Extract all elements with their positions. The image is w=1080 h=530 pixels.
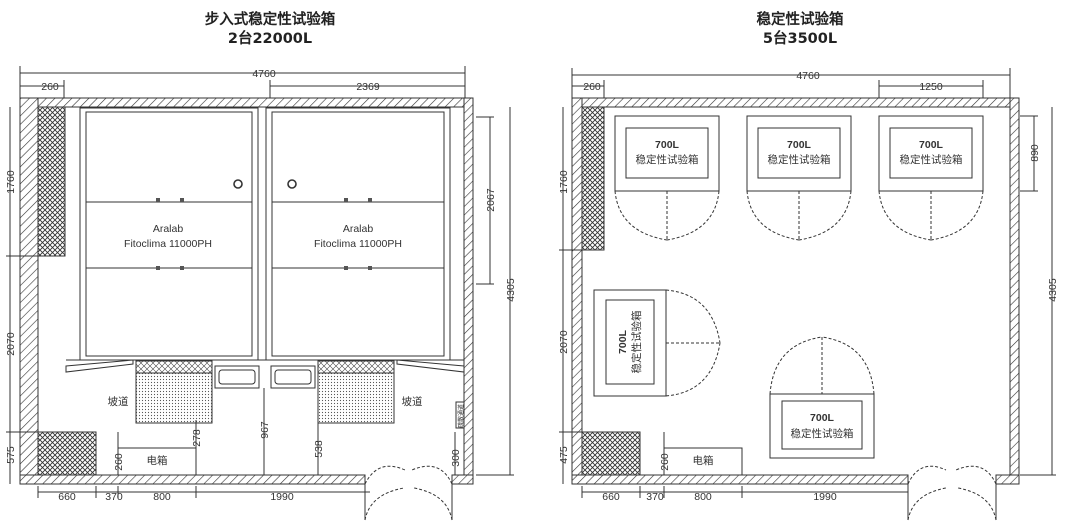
chamber-1-brand: Aralab [153,223,184,235]
right-dim-left-2: 2070 [558,330,570,354]
cabinet-2-size: 700L [787,139,812,151]
right-dim-left-3: 475 [558,446,570,464]
left-wall-bottom-b [451,474,474,485]
right-wall-bottom-a [571,474,909,485]
right-dim-b-1990: 1990 [813,491,837,503]
left-dim-v-538: 538 [313,440,325,458]
cabinet-2-name: 稳定性试验箱 [768,153,831,166]
right-electric-box [663,447,743,476]
left-exit-sign [455,401,465,429]
chamber-2-brand: Aralab [343,223,374,235]
right-dim-b-660: 660 [602,491,620,503]
left-dim-top-left: 260 [41,81,59,93]
right-wall-left [571,97,583,485]
left-plan [6,66,514,521]
left-dim-top-total: 4760 [252,68,276,80]
right-title-line1: 稳定性试验箱 [756,12,844,28]
left-dim-top-right: 2369 [356,81,380,93]
right-dim-top-total: 4760 [796,70,820,82]
right-column-bottom [581,431,641,476]
left-wall-top [19,97,474,108]
left-ramp-1 [135,372,213,424]
left-column-bottom [37,431,97,476]
right-dim-top-right: 1250 [919,81,943,93]
left-column-top [37,106,66,257]
left-electric-box-label: 电箱 [147,454,168,467]
left-dim-right-1: 2067 [485,188,497,212]
left-step-1 [214,365,260,389]
left-title-line2: 2台22000L [227,31,313,47]
left-ramp-1-label: 坡道 [108,395,129,408]
chamber-2-model: Fitoclima 11000PH [314,238,402,250]
right-dim-b-800: 800 [694,491,712,503]
cabinet-3-size: 700L [919,139,944,151]
left-dim-v-300: 300 [450,449,462,467]
cabinet-1-size: 700L [655,139,680,151]
right-wall-right [1009,97,1020,485]
left-dim-b-1990: 1990 [270,491,294,503]
right-dim-right-1: 890 [1029,144,1041,162]
right-cabinet-4 [593,289,667,397]
right-cabinet-5 [769,393,875,459]
right-dim-b-370: 370 [646,491,664,503]
left-dim-b-800: 800 [153,491,171,503]
left-dim-b-370: 370 [105,491,123,503]
left-dim-v-260: 260 [113,453,125,471]
cabinet-3-name: 稳定性试验箱 [900,153,963,166]
left-ramp-2-grid [317,360,395,374]
right-column-top [581,106,605,251]
left-dim-left-3: 575 [5,446,17,464]
right-dim-top-left: 260 [583,81,601,93]
left-dim-v-278: 278 [191,429,203,447]
left-ramp-2-label: 坡道 [402,395,423,408]
cabinet-4-size: 700L [617,329,629,354]
left-entry-door-icon [364,465,453,485]
left-plan-title: 步入式稳定性试验箱 2台22000L [150,11,390,49]
cabinet-door-swings-icon [614,190,984,241]
right-dim-left-1: 1760 [558,170,570,194]
right-plan [559,68,1056,521]
right-electric-box-label: 电箱 [693,454,714,467]
right-plan-title: 稳定性试验箱 5台3500L [680,11,920,49]
right-dim-v-260: 260 [659,453,671,471]
left-dim-left-1: 1760 [5,170,17,194]
chamber-2-port-icon [287,179,297,189]
cabinet-5-size: 700L [810,412,835,424]
right-wall-bottom-b [995,474,1020,485]
left-step-2 [270,365,316,389]
left-wall-left [19,97,39,485]
chamber-1-model: Fitoclima 11000PH [124,238,212,250]
left-dim-right-2: 4305 [505,278,517,302]
left-wall-right [463,97,474,485]
right-title-line2: 5台3500L [762,31,838,47]
right-wall-top [571,97,1020,108]
right-entry-door-icon [907,465,997,485]
cabinet-5-name: 稳定性试验箱 [791,427,854,440]
left-title-line1: 步入式稳定性试验箱 [204,12,336,28]
left-ramp-2 [317,372,395,424]
cabinet-4-name: 稳定性试验箱 [630,311,643,374]
left-chamber-1 [79,107,259,361]
right-dim-right-2: 4305 [1047,278,1059,302]
chamber-1-port-icon [233,179,243,189]
left-dim-v-967: 967 [259,421,271,439]
left-dim-b-660: 660 [58,491,76,503]
left-exit-sign-label: 疏散通道 [457,404,465,428]
left-dim-left-2: 2070 [5,332,17,356]
left-wall-bottom-a [19,474,366,485]
left-ramp-1-grid [135,360,213,374]
cabinet-1-name: 稳定性试验箱 [636,153,699,166]
